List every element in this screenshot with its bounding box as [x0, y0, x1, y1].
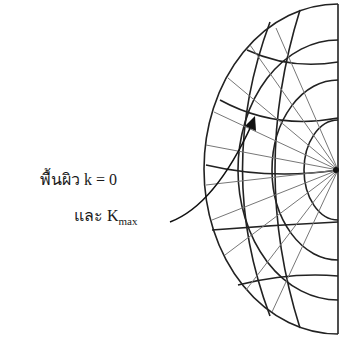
subscript: max: [119, 215, 138, 227]
radial-lines: [206, 28, 338, 312]
focus-point: [333, 167, 339, 173]
meridian-line: [243, 22, 271, 316]
latitude-line: [212, 222, 338, 230]
inner-arc: [272, 80, 338, 260]
label-text: และ K: [74, 207, 119, 224]
arrow-head: [245, 116, 256, 131]
kmax-label: และ Kmax: [74, 206, 138, 225]
outer-arc: [204, 4, 338, 334]
surface-label: พื้นผิว k = 0: [40, 170, 117, 189]
leader-line: [170, 124, 252, 222]
meridian-line: [275, 10, 300, 328]
